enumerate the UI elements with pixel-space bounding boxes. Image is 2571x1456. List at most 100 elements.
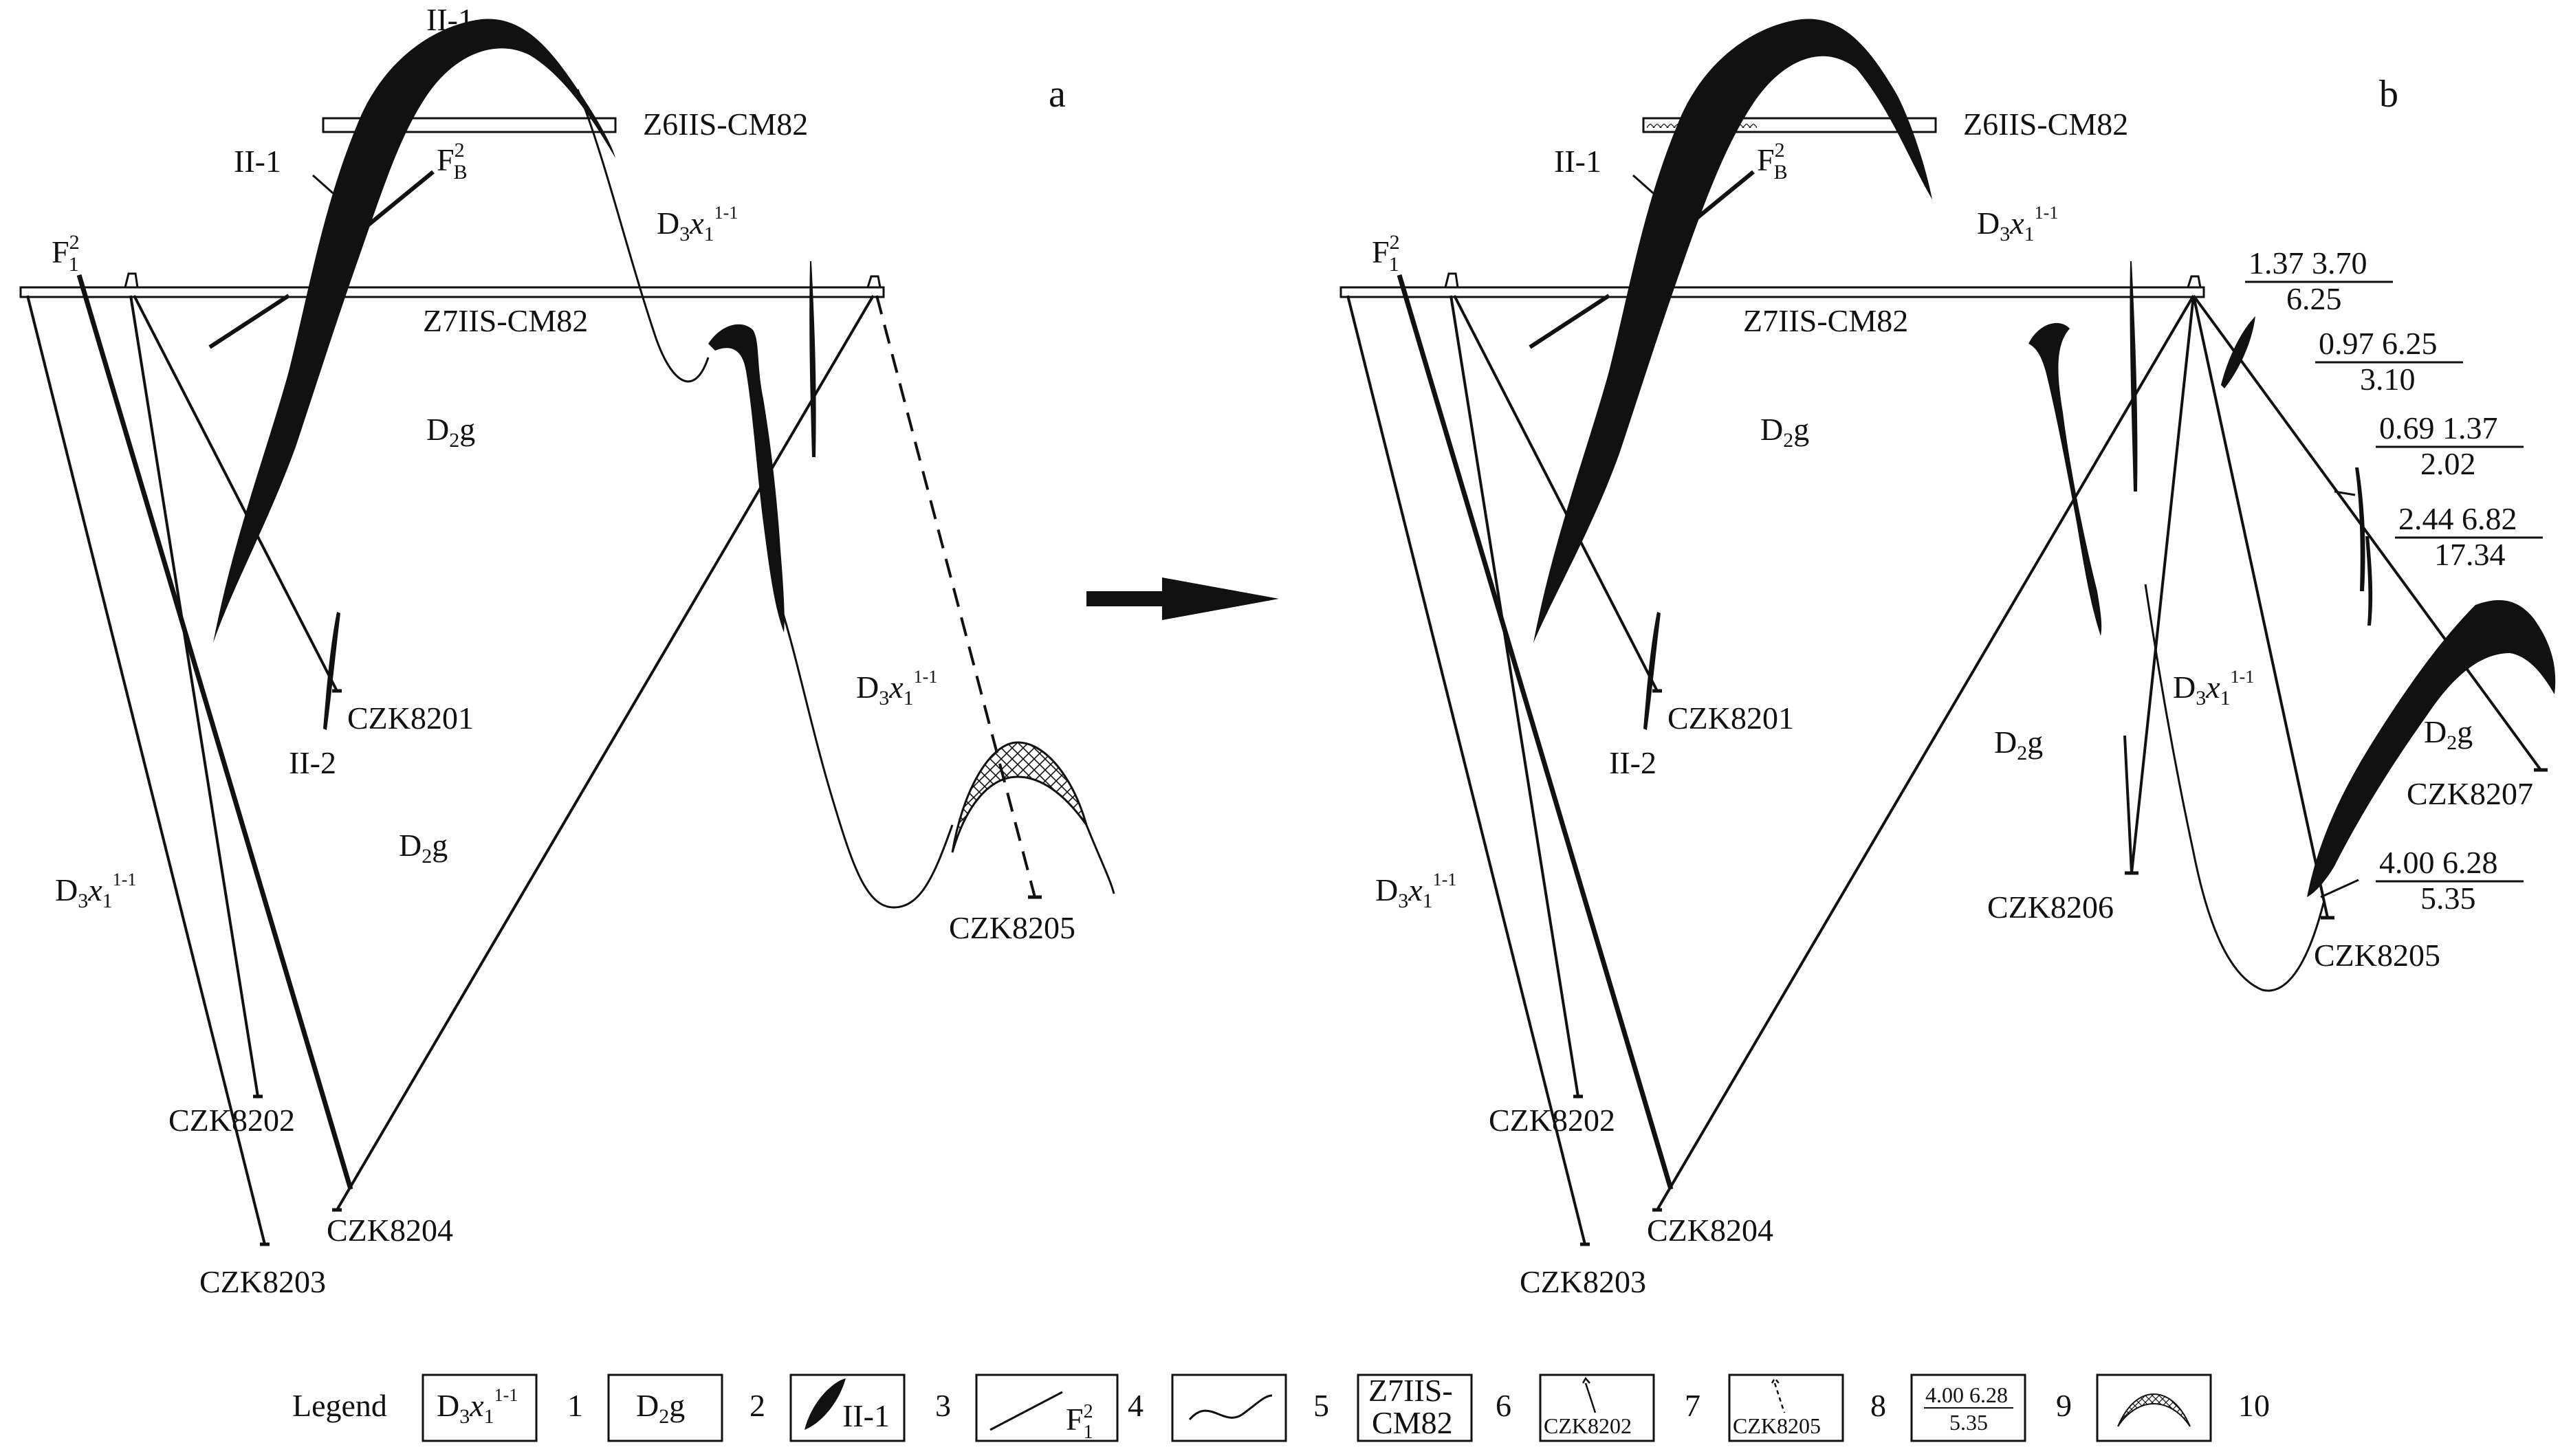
z7-adit — [19, 286, 885, 298]
assay-4-top: 2.44 6.82 — [2398, 501, 2517, 536]
drillhole-czk8201-label: CZK8201 — [347, 701, 474, 736]
legend-box-5 — [1171, 1374, 1287, 1442]
assay-5-top: 4.00 6.28 — [2379, 845, 2498, 880]
legend-box-1 — [422, 1374, 538, 1442]
legend-orebody-icon — [805, 1378, 846, 1430]
ii1-leader — [312, 174, 344, 204]
formation-d2g-label-a1: D2g — [426, 412, 475, 452]
assay-leader-2 — [2334, 490, 2356, 496]
assay-label-4: 2.44 6.82 17.34 — [2395, 501, 2543, 572]
legend-planned-drillhole-icon — [1771, 1376, 1786, 1413]
assay-1-top: 1.37 3.70 — [2249, 245, 2367, 280]
formation-d3x-label-b1: D3x11-1 — [1977, 203, 2058, 245]
legend-num-7: 7 — [1685, 1388, 1700, 1423]
strat-boundary-a — [576, 89, 954, 909]
drillhole-czk8204-label: CZK8204 — [327, 1213, 453, 1248]
drillhole-czk8202-b — [1449, 295, 1579, 1097]
fault-f1 — [76, 274, 353, 1190]
legend-num-2: 2 — [750, 1388, 765, 1423]
legend-label-6b: CM82 — [1372, 1405, 1453, 1440]
drillhole-czk8201-b — [1453, 295, 1659, 692]
strat-boundary-b — [2144, 584, 2326, 992]
drillhole-czk8201-label-b: CZK8201 — [1667, 701, 1794, 736]
orebody-thin-b — [2130, 261, 2138, 492]
orebody-ii2-label: II-2 — [289, 745, 336, 780]
assay-4-bottom: 17.34 — [2434, 537, 2506, 572]
legend-num-1: 1 — [567, 1388, 583, 1423]
drillhole-czk8207-label: CZK8207 — [2407, 776, 2533, 811]
transition-arrow — [1086, 577, 1279, 620]
assay-2-bottom: 3.10 — [2360, 362, 2416, 397]
orebody-ii2-b — [1643, 612, 1661, 730]
z7-adit-label-b: Z7IIS-CM82 — [1743, 303, 1908, 338]
formation-d3x-label-a3: D3x11-1 — [55, 870, 136, 912]
z7-portal-marker-east — [866, 275, 882, 288]
legend-num-8: 8 — [1870, 1388, 1886, 1423]
drillhole-czk8204-label-b: CZK8204 — [1647, 1213, 1773, 1248]
orebody-lens-3 — [2365, 536, 2373, 626]
legend-box-10 — [2096, 1374, 2212, 1442]
legend-label-3: II-1 — [842, 1398, 890, 1433]
legend-num-10: 10 — [2238, 1388, 2270, 1423]
orebody-large-b — [2307, 599, 2556, 897]
legend-num-9: 9 — [2056, 1388, 2072, 1423]
drillhole-czk8206-label: CZK8206 — [1987, 890, 2114, 925]
orebody-ii2 — [323, 612, 340, 730]
z7-portal-marker-b — [1444, 272, 1459, 288]
legend-label-9-bottom: 5.35 — [1949, 1410, 1988, 1435]
drillhole-czk8205-b — [2192, 295, 2329, 918]
orebody-lens-1 — [2221, 316, 2255, 388]
formation-d2g-label-b3: D2g — [2424, 714, 2473, 754]
drillhole-czk8203-b — [1346, 295, 1586, 1245]
drillhole-czk8204-b — [1656, 294, 2195, 1211]
orebody-ii1-label-b: II-1 — [1554, 144, 1601, 179]
legend-box-8 — [1728, 1374, 1844, 1442]
legend-hatch-icon — [2117, 1393, 2191, 1427]
formation-d3x-label-b2: D3x11-1 — [2173, 667, 2254, 709]
formation-d2g-label-b1: D2g — [1760, 412, 1809, 452]
drillhole-czk8201 — [133, 295, 338, 692]
assay-label-1: 1.37 3.70 6.25 — [2245, 245, 2393, 316]
drillhole-czk8203-label: CZK8203 — [199, 1264, 326, 1299]
fault-fb-lower — [208, 294, 290, 349]
drillhole-czk8204 — [336, 294, 875, 1211]
formation-d3x-label-a1: D3x11-1 — [657, 203, 738, 245]
orebody-fold-b — [2028, 322, 2102, 636]
fault-fb — [356, 170, 435, 236]
z6-adit-label: Z6IIS-CM82 — [643, 107, 808, 142]
hatched-fold — [951, 741, 1088, 853]
assay-3-bottom: 2.02 — [2420, 446, 2476, 481]
assay-2-top: 0.97 6.25 — [2319, 326, 2438, 361]
fold-limb — [1085, 824, 1115, 894]
drillhole-czk8207 — [2192, 294, 2542, 771]
drillhole-czk8206-ext — [2130, 295, 2195, 874]
panel-b-tag: b — [2379, 73, 2398, 115]
legend-drillhole-icon — [1582, 1376, 1597, 1413]
drillhole-czk8205-label-b: CZK8205 — [2314, 938, 2440, 973]
drillhole-czk8202 — [129, 295, 259, 1097]
legend-box-7 — [1539, 1374, 1655, 1442]
legend-num-6: 6 — [1496, 1388, 1511, 1423]
assay-label-3: 0.69 1.37 2.02 — [2376, 410, 2524, 481]
legend-box-6 — [1357, 1374, 1473, 1442]
legend-num-5: 5 — [1313, 1388, 1329, 1423]
formation-d2g-label-b2: D2g — [1994, 725, 2043, 764]
panel-a: a Z6IIS-CM82 Z7IIS-CM82 II-1 II-1 II-2 F… — [19, 2, 1115, 1299]
legend-label-7: CZK8202 — [1544, 1413, 1632, 1438]
legend-box-4 — [975, 1374, 1119, 1442]
z7-adit-b — [1339, 286, 2205, 298]
orebody-lens-2 — [2355, 467, 2365, 591]
assay-3-top: 0.69 1.37 — [2379, 410, 2498, 445]
legend-swatch-1: D3x11-1 — [437, 1385, 518, 1428]
legend-label-6a: Z7IIS- — [1368, 1373, 1453, 1408]
drillhole-czk8205-label: CZK8205 — [949, 910, 1075, 945]
orebody-ii2-label-b: II-2 — [1609, 745, 1656, 780]
drillhole-czk8205-planned — [875, 295, 1036, 898]
ii1-leader-b — [1632, 174, 1665, 204]
legend-box-2 — [607, 1374, 723, 1442]
